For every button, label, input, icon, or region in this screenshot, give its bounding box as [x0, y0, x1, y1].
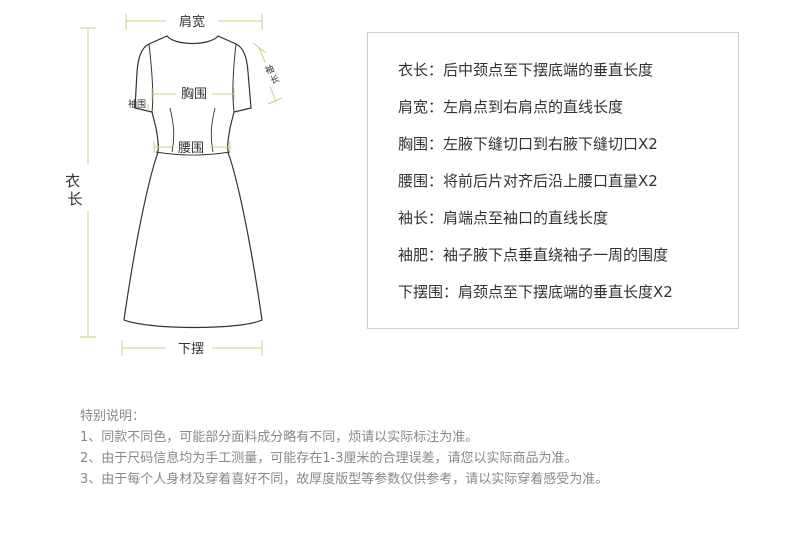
definition-shoulder: 肩宽：左肩点到右肩点的直线长度: [398, 98, 624, 116]
note-item: 1、同款不同色，可能部分面料成分略有不同，烦请以实际标注为准。: [80, 430, 479, 445]
measurement-definitions-box: 衣长：后中颈点至下摆底端的垂直长度 肩宽：左肩点到右肩点的直线长度 胸围：左腋下…: [367, 32, 739, 329]
definition-length: 衣长：后中颈点至下摆底端的垂直长度: [398, 61, 654, 79]
waist-measure: 腰围: [153, 141, 231, 156]
waist-label: 腰围: [178, 141, 204, 156]
note-item: 2、由于尺码信息均为手工测量，可能存在1-3厘米的合理误差，请您以实际商品为准。: [80, 451, 578, 466]
definition-chest: 胸围：左腋下缝切口到右腋下缝切口X2: [398, 135, 658, 153]
shoulder-width-label: 肩宽: [179, 14, 205, 30]
definition-hem: 下摆围：肩颈点至下摆底端的垂直长度X2: [398, 283, 673, 301]
chest-label: 胸围: [181, 87, 207, 102]
notes-title: 特别说明：: [80, 409, 146, 424]
definition-waist: 腰围：将前后片对齐后沿上腰口直量X2: [398, 172, 658, 190]
right-armhole-seam: [232, 43, 237, 113]
dress-measurement-diagram: 肩宽 衣 长 下摆 胸围 腰围: [65, 14, 283, 357]
chest-measure: 胸围: [151, 87, 235, 102]
hem-label: 下摆: [178, 342, 204, 357]
waist-seam: [155, 151, 231, 156]
hem-measure: 下摆: [121, 340, 263, 357]
left-armhole-seam: [148, 43, 154, 113]
special-notes: 特别说明： 1、同款不同色，可能部分面料成分略有不同，烦请以实际标注为准。 2、…: [80, 406, 608, 490]
right-dart: [210, 107, 216, 153]
sleeve-width-measure: 袖围: [128, 98, 149, 110]
sleeve-length-label: 袖 长: [263, 62, 282, 88]
definition-sleeve-width: 袖肥：袖子腋下点垂直绕袖子一周的围度: [398, 246, 669, 264]
sleeve-length-measure: 袖 长: [252, 42, 283, 105]
left-dart: [169, 107, 175, 153]
note-item: 3、由于每个人身材及穿着喜好不同，故厚度版型等参数仅供参考，请以实际穿着感受为准…: [80, 472, 609, 487]
length-label: 衣 长: [65, 172, 85, 208]
definition-sleeve-length: 袖长：肩端点至袖口的直线长度: [398, 209, 609, 227]
shoulder-width-measure: 肩宽: [125, 14, 263, 30]
length-measure: 衣 长: [65, 27, 96, 338]
dress-outline: [123, 35, 263, 329]
sleeve-width-label: 袖围: [128, 98, 146, 110]
